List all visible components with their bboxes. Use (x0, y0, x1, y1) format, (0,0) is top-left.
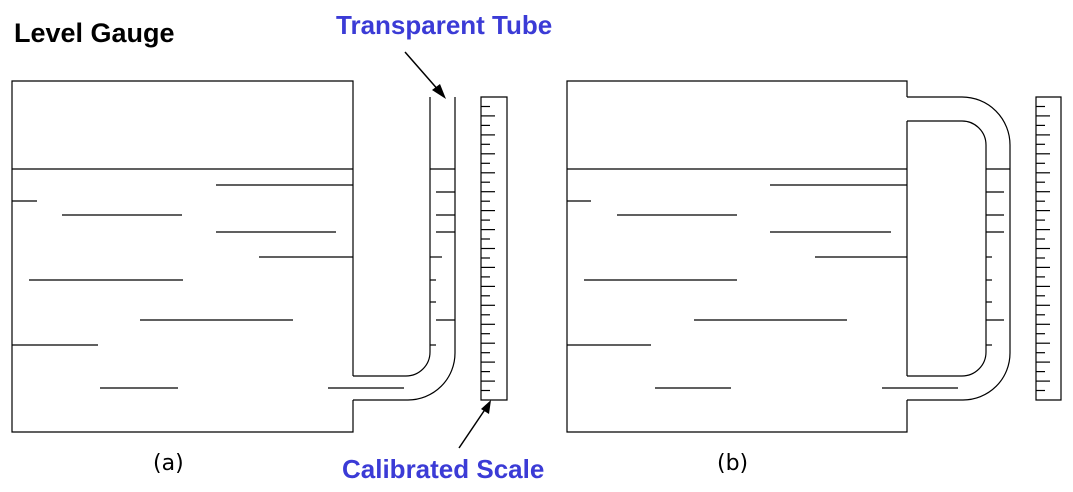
tank-a (12, 81, 353, 432)
liquid-lines-a (12, 185, 404, 388)
transparent-tube-label: Transparent Tube (336, 10, 552, 40)
transparent-tube-b (907, 97, 1010, 400)
diagram-a (12, 81, 507, 432)
tube-level-lines-b (986, 169, 1010, 345)
scale-arrow (459, 400, 491, 448)
caption-a: (a) (153, 451, 184, 476)
transparent-tube-a (353, 97, 430, 376)
scale-ticks-b (1036, 107, 1050, 391)
tube-arrow (405, 52, 446, 99)
liquid-lines-b (567, 185, 958, 388)
tube-level-lines-a (430, 169, 455, 345)
diagram-title: Level Gauge (14, 18, 175, 48)
scale-ticks-a (481, 107, 495, 391)
tank-b (567, 81, 907, 432)
calibrated-scale-label: Calibrated Scale (342, 454, 544, 484)
caption-b: (b) (717, 451, 748, 476)
diagram-b (567, 81, 1061, 432)
